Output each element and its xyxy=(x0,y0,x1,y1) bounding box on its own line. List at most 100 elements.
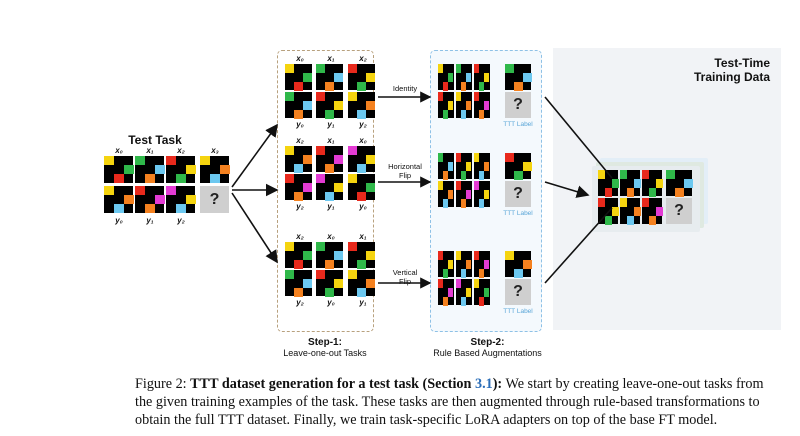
test-input-label: x₁ xyxy=(146,146,154,155)
ttt-input-grid xyxy=(620,170,641,197)
step1-label: Step-1: Leave-one-out Tasks xyxy=(270,337,380,359)
step1-output-label: y₁ xyxy=(327,202,335,211)
step1-output-grid xyxy=(285,270,312,297)
step1-output-label: y₀ xyxy=(359,202,367,211)
step1-input-grid xyxy=(348,64,375,91)
test-input-label: x₀ xyxy=(115,146,123,155)
step2-output-grid xyxy=(456,92,472,119)
step1-input-grid xyxy=(316,146,343,173)
step1-output-grid xyxy=(316,270,343,297)
ttt-input-grid xyxy=(598,170,619,197)
step2-input-grid xyxy=(438,64,454,91)
step2-input-grid xyxy=(438,153,454,180)
step1-input-grid xyxy=(348,242,375,269)
step1-input-label: x₂ xyxy=(296,136,304,145)
ttt-label-tag: TTT Label xyxy=(503,210,533,217)
step1-output-label: y₂ xyxy=(296,298,304,307)
test-output-grid xyxy=(166,186,196,213)
step1-output-label: y₂ xyxy=(359,120,367,129)
step2-output-grid xyxy=(438,279,454,306)
step1-input-label: x₂ xyxy=(296,232,304,241)
step2-test-input-grid xyxy=(505,251,532,278)
test-output-grid xyxy=(104,186,134,213)
step1-input-label: x₁ xyxy=(359,232,367,241)
step2-output-grid xyxy=(474,181,490,208)
step2-ttt-label-box: ? xyxy=(505,92,531,118)
step1-output-grid xyxy=(348,174,375,201)
step2-input-grid xyxy=(456,251,472,278)
test-output-label: y₂ xyxy=(177,216,185,225)
ttt-query-box: ? xyxy=(666,198,692,224)
step1-output-grid xyxy=(348,270,375,297)
step1-input-grid xyxy=(285,242,312,269)
arrow-merge-2 xyxy=(544,181,590,198)
step1-output-label: y₂ xyxy=(296,202,304,211)
step2-output-grid xyxy=(456,279,472,306)
step1-output-label: y₁ xyxy=(327,120,335,129)
step1-input-grid xyxy=(285,64,312,91)
step2-input-grid xyxy=(474,251,490,278)
ttt-title-line1: Test-Time xyxy=(714,56,770,70)
caption-ref-link[interactable]: 3.1 xyxy=(474,376,493,392)
aug-label-identity: Identity xyxy=(392,84,418,93)
caption-prefix: Figure 2: xyxy=(135,376,191,392)
step1-input-grid xyxy=(348,146,375,173)
step1-output-grid xyxy=(348,92,375,119)
aug-label-hflip: Horizontal Flip xyxy=(388,162,422,180)
step2-ttt-label-box: ? xyxy=(505,279,531,305)
ttt-test-input-grid xyxy=(666,170,693,197)
step1-output-label: y₀ xyxy=(296,120,304,129)
test-task-title: Test Task xyxy=(128,133,182,147)
step2-input-grid xyxy=(456,64,472,91)
step2-input-grid xyxy=(474,64,490,91)
ttt-output-grid xyxy=(620,198,641,225)
ttt-label-tag: TTT Label xyxy=(503,121,533,128)
aug-label-vflip: Vertical Flip xyxy=(392,268,418,286)
step2-ttt-label-box: ? xyxy=(505,181,531,207)
figure-caption: Figure 2: TTT dataset generation for a t… xyxy=(135,375,775,429)
test-input-grid xyxy=(104,156,134,183)
step1-input-label: x₀ xyxy=(296,54,304,63)
test-input-grid xyxy=(135,156,165,183)
arrow-to-row1 xyxy=(231,123,278,188)
caption-bold-end: ): xyxy=(492,376,503,392)
step1-input-label: x₀ xyxy=(327,232,335,241)
test-output-label: y₁ xyxy=(146,216,154,225)
arrow-merge-1 xyxy=(544,96,613,179)
ttt-label-tag: TTT Label xyxy=(503,308,533,315)
step2-output-grid xyxy=(456,181,472,208)
arrow-to-row3 xyxy=(231,192,278,264)
step1-input-label: x₂ xyxy=(359,54,367,63)
step1-output-grid xyxy=(285,174,312,201)
arrows-layer xyxy=(231,91,613,289)
step2-label-bold: Step-2: xyxy=(470,337,505,348)
arrow-merge-3 xyxy=(544,207,613,284)
ttt-title-line2: Training Data xyxy=(693,70,770,84)
test-output-label: y₀ xyxy=(115,216,123,225)
step2-label: Step-2: Rule Based Augmentations xyxy=(425,337,550,359)
step1-output-grid xyxy=(285,92,312,119)
step1-input-grid xyxy=(316,242,343,269)
step2-output-grid xyxy=(438,181,454,208)
step2-output-grid xyxy=(474,92,490,119)
caption-text: We start by creating leave-one-out tasks… xyxy=(135,376,764,428)
step1-label-bold: Step-1: xyxy=(308,337,342,348)
step2-test-input-grid xyxy=(505,153,532,180)
step1-output-grid xyxy=(316,92,343,119)
ttt-input-grid xyxy=(642,170,663,197)
step2-output-grid xyxy=(438,92,454,119)
step2-input-grid xyxy=(456,153,472,180)
step1-output-label: y₁ xyxy=(359,298,367,307)
step2-output-grid xyxy=(474,279,490,306)
step1-input-label: x₁ xyxy=(327,54,335,63)
ttt-data-title: Test-Time Training Data xyxy=(600,56,770,84)
step1-input-label: x₀ xyxy=(359,136,367,145)
test-output-grid xyxy=(135,186,165,213)
step1-output-label: y₀ xyxy=(327,298,335,307)
test-input-grid xyxy=(166,156,196,183)
step1-input-label: x₁ xyxy=(327,136,335,145)
test-query-box: ? xyxy=(200,186,229,213)
ttt-output-grid xyxy=(642,198,663,225)
step1-input-grid xyxy=(285,146,312,173)
